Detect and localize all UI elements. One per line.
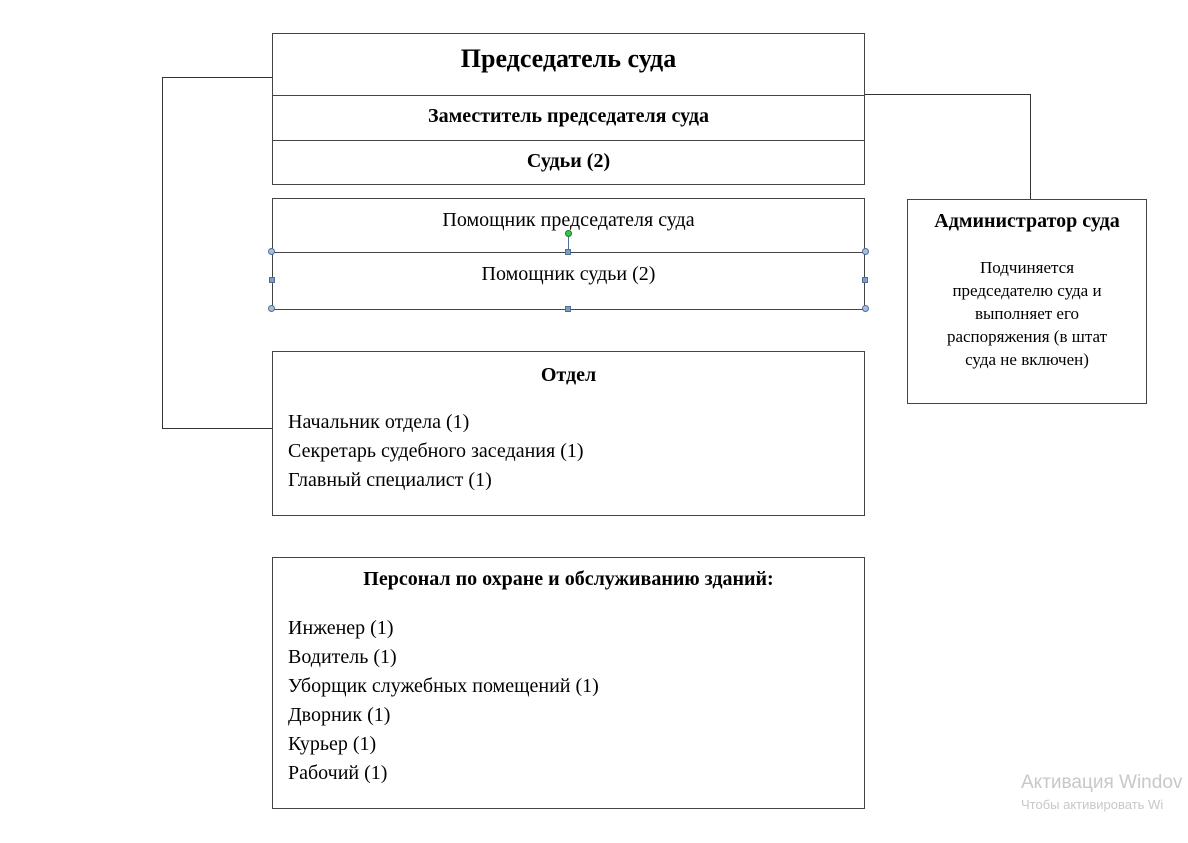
list-item: Уборщик служебных помещений (1) xyxy=(288,675,599,697)
connector-right-horizontal xyxy=(864,94,1030,95)
connector-left-top xyxy=(162,77,272,78)
chairman-title: Председатель суда xyxy=(460,44,677,73)
resize-handle-bottom-left[interactable] xyxy=(268,305,275,312)
chairman-block: Председатель суда Заместитель председате… xyxy=(272,33,865,185)
connector-right-vertical xyxy=(1030,94,1031,199)
activation-watermark-title: Активация Windov xyxy=(1021,772,1183,793)
rotation-handle-stem xyxy=(568,236,569,252)
list-item: Главный специалист (1) xyxy=(288,469,492,491)
list-item: Дворник (1) xyxy=(288,704,391,726)
assistants-block: Помощник председателя суда Помощник судь… xyxy=(272,198,865,310)
resize-handle-top[interactable] xyxy=(565,249,571,255)
resize-handle-left[interactable] xyxy=(269,277,275,283)
staff-block: Персонал по охране и обслуживанию зданий… xyxy=(272,557,865,809)
judges: Судьи (2) xyxy=(273,140,864,185)
list-item: Водитель (1) xyxy=(288,646,397,668)
department-block: Отдел Начальник отдела (1) Секретарь суд… xyxy=(272,351,865,516)
chairman-assistant: Помощник председателя суда xyxy=(442,209,695,231)
resize-handle-bottom[interactable] xyxy=(565,306,571,312)
staff-title: Персонал по охране и обслуживанию зданий… xyxy=(363,568,774,590)
administrator-title: Администратор суда xyxy=(934,210,1120,232)
department-list: Начальник отдела (1) Секретарь судебного… xyxy=(288,408,864,495)
list-item: Секретарь судебного заседания (1) xyxy=(288,440,584,462)
connector-left-bottom xyxy=(162,428,272,429)
judge-assistant[interactable]: Помощник судьи (2) xyxy=(273,252,864,310)
activation-watermark-subtitle: Чтобы активировать Wi xyxy=(1021,797,1164,812)
resize-handle-right[interactable] xyxy=(862,277,868,283)
resize-handle-top-right[interactable] xyxy=(862,248,869,255)
rotation-handle[interactable] xyxy=(565,230,572,237)
department-title: Отдел xyxy=(540,364,597,386)
administrator-description: Подчиняется председателю суда и выполняе… xyxy=(946,258,1108,369)
resize-handle-bottom-right[interactable] xyxy=(862,305,869,312)
list-item: Начальник отдела (1) xyxy=(288,411,470,433)
staff-list: Инженер (1) Водитель (1) Уборщик служебн… xyxy=(288,614,864,788)
connector-left-vertical xyxy=(162,77,163,429)
list-item: Рабочий (1) xyxy=(288,762,388,784)
list-item: Инженер (1) xyxy=(288,617,394,639)
administrator-block: Администратор суда Подчиняется председат… xyxy=(907,199,1147,404)
list-item: Курьер (1) xyxy=(288,733,377,755)
deputy-chairman: Заместитель председателя суда xyxy=(273,95,864,140)
resize-handle-top-left[interactable] xyxy=(268,248,275,255)
